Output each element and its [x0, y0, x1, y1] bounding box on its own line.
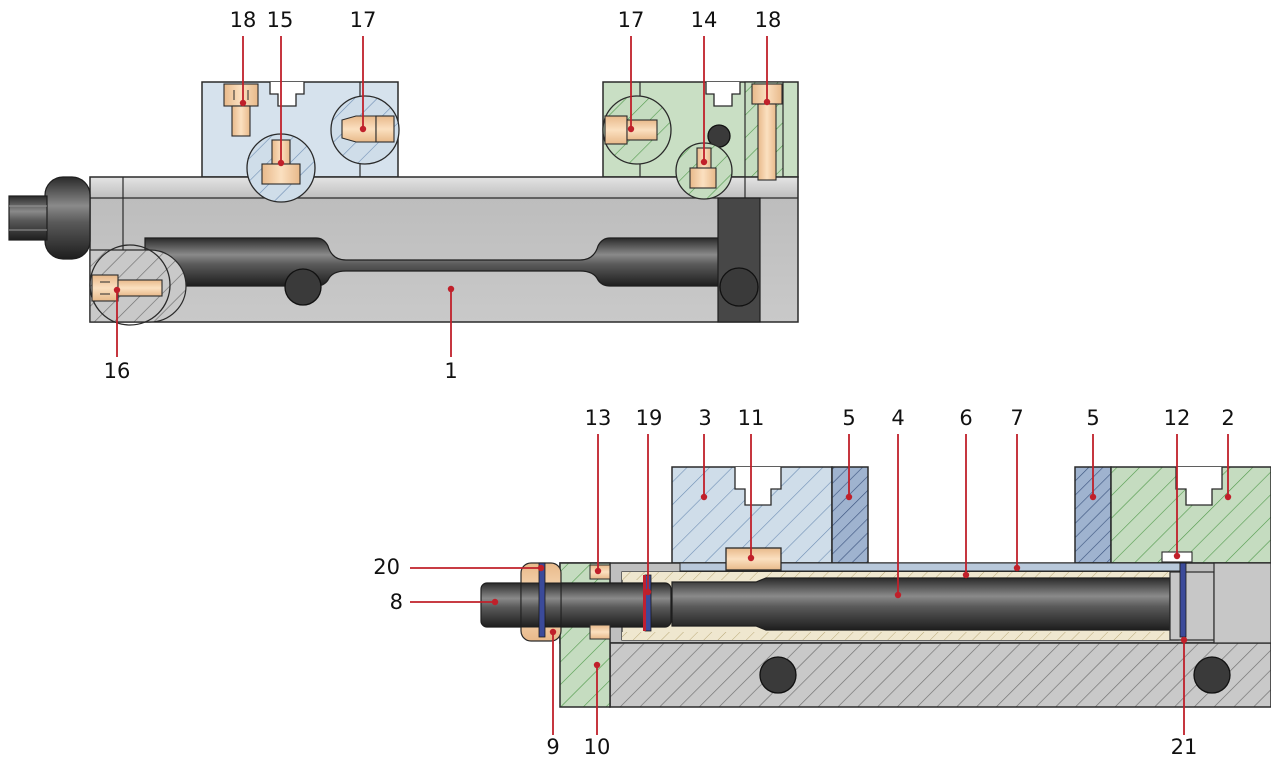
seal-13-bottom: [589, 624, 611, 640]
right-port-circle: [719, 267, 759, 307]
callout-label-6: 6: [959, 406, 973, 430]
leader-2-dot: [1224, 493, 1232, 501]
callout-label-17-right: 17: [617, 8, 645, 32]
leader-17-right-dot: [627, 125, 635, 133]
leader-3-dot: [700, 493, 708, 501]
callout-label-11: 11: [737, 406, 765, 430]
screw-18-right: [751, 83, 783, 181]
piston-rod-8: [480, 582, 672, 628]
callout-label-13: 13: [584, 406, 612, 430]
callout-label-17-left: 17: [349, 8, 377, 32]
callout-label-12: 12: [1163, 406, 1191, 430]
callout-label-1: 1: [444, 359, 458, 383]
callout-label-21: 21: [1170, 735, 1198, 759]
leader-16-dot: [113, 286, 121, 294]
leader-4-dot: [894, 591, 902, 599]
screw-16: [91, 274, 163, 302]
screw-17-right: [604, 115, 658, 145]
oring-21: [1179, 562, 1187, 638]
leader-8-dot: [491, 598, 499, 606]
leader-5-left-dot: [845, 493, 853, 501]
leader-20-dot: [537, 564, 545, 572]
callout-label-10: 10: [583, 735, 611, 759]
leader-6-dot: [962, 571, 970, 579]
callout-label-8: 8: [389, 590, 403, 614]
leader-19-dot: [644, 588, 652, 596]
screw-17-left: [341, 115, 395, 143]
callout-label-9: 9: [546, 735, 560, 759]
leader-13-dot: [594, 567, 602, 575]
insert-5-left: [831, 466, 869, 564]
callout-label-5-left: 5: [842, 406, 856, 430]
screw-18-left: [223, 83, 259, 137]
left-port-circle: [284, 268, 322, 306]
callout-label-5-right: 5: [1086, 406, 1100, 430]
callout-label-3: 3: [698, 406, 712, 430]
callout-label-14: 14: [690, 8, 718, 32]
leader-10-dot: [593, 661, 601, 669]
leader-18-right-dot: [763, 98, 771, 106]
leader-15-dot: [277, 159, 285, 167]
leader-7-dot: [1013, 564, 1021, 572]
leader-17-left-dot: [359, 125, 367, 133]
leader-1-dot: [447, 285, 455, 293]
callout-label-2: 2: [1221, 406, 1235, 430]
rod-end-hex: [8, 195, 48, 241]
piston-rod-4: [671, 577, 1171, 631]
callout-label-7: 7: [1010, 406, 1024, 430]
callout-label-18-right: 18: [754, 8, 782, 32]
leader-11-dot: [747, 554, 755, 562]
callout-label-20: 20: [373, 555, 400, 579]
leader-9-dot: [549, 628, 557, 636]
callout-label-19: 19: [635, 406, 663, 430]
callout-leader-lines: [113, 36, 1232, 735]
oring-20: [538, 562, 546, 638]
section-view: [480, 466, 1271, 708]
leader-21-dot: [1180, 636, 1188, 644]
leader-12-dot: [1173, 552, 1181, 560]
leader-18-left-dot: [239, 99, 247, 107]
leader-14-dot: [700, 158, 708, 166]
top-view: [8, 81, 799, 326]
callout-label-16: 16: [103, 359, 131, 383]
leader-5-right-dot: [1089, 493, 1097, 501]
callout-label-18-left: 18: [229, 8, 257, 32]
callout-label-4: 4: [891, 406, 905, 430]
callout-label-15: 15: [266, 8, 294, 32]
